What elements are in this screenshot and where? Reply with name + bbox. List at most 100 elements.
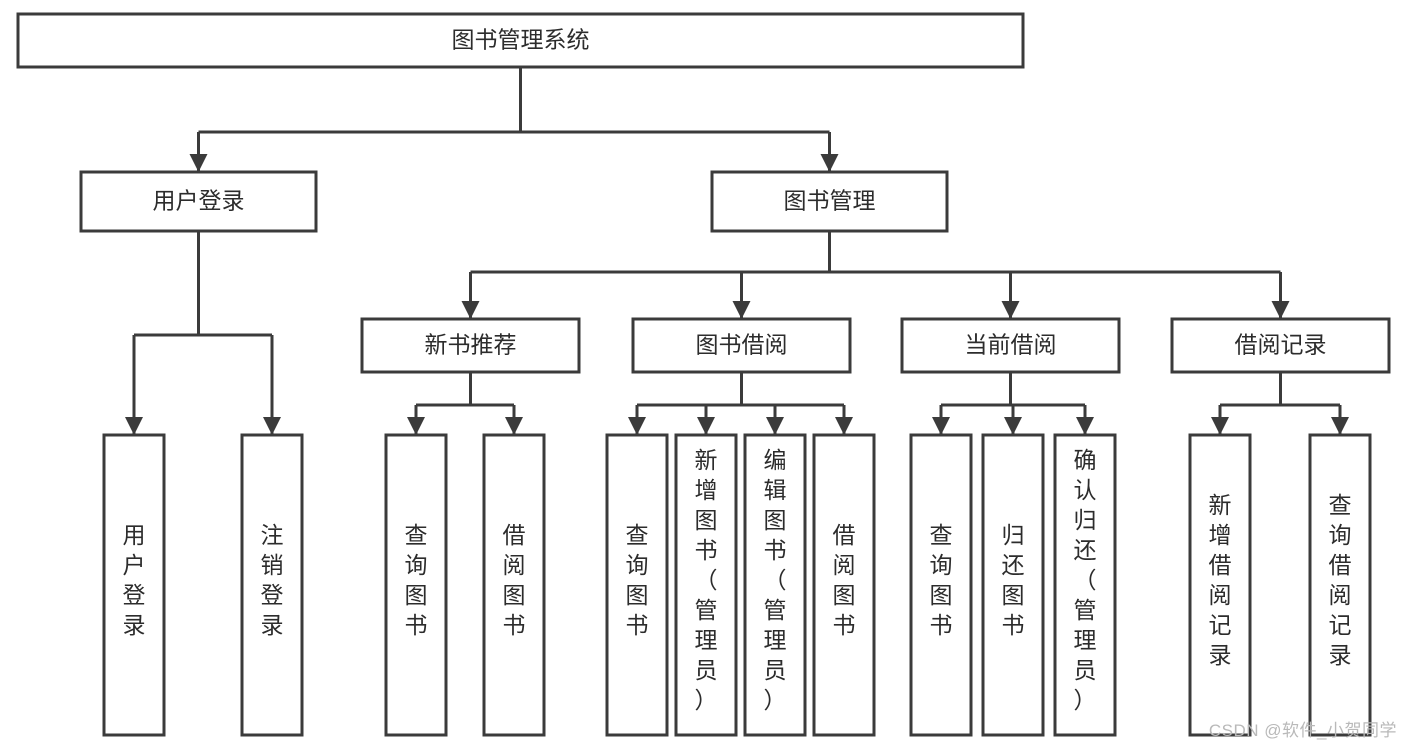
svg-text:录: 录 — [123, 612, 146, 638]
svg-text:归: 归 — [1074, 507, 1097, 533]
node-user-login-label: 用户登录 — [153, 188, 245, 214]
svg-text:图: 图 — [503, 582, 526, 608]
arrow-head-icon — [835, 417, 853, 435]
node-book-manage[interactable]: 图书管理 — [710, 170, 949, 233]
svg-text:书: 书 — [833, 612, 856, 638]
svg-text:）: ） — [695, 687, 718, 713]
svg-text:（: （ — [764, 567, 787, 593]
arrow-head-icon — [1004, 417, 1022, 435]
svg-text:录: 录 — [261, 612, 284, 638]
svg-text:查: 查 — [1329, 492, 1352, 518]
svg-text:）: ） — [764, 687, 787, 713]
svg-text:询: 询 — [930, 552, 953, 578]
svg-text:认: 认 — [1074, 477, 1097, 503]
svg-text:书: 书 — [695, 537, 718, 563]
node-book-borrow-label: 图书借阅 — [696, 332, 788, 358]
svg-text:书: 书 — [764, 537, 787, 563]
svg-text:员: 员 — [764, 657, 787, 683]
svg-text:销: 销 — [261, 552, 284, 578]
svg-text:辑: 辑 — [764, 477, 787, 503]
arrow-head-icon — [1076, 417, 1094, 435]
svg-text:图: 图 — [405, 582, 428, 608]
node-root-root[interactable]: 图书管理系统 — [16, 12, 1025, 69]
svg-text:管: 管 — [695, 597, 718, 623]
arrow-head-icon — [820, 154, 839, 172]
svg-text:书: 书 — [930, 612, 953, 638]
svg-text:编: 编 — [764, 447, 787, 473]
svg-text:（: （ — [1074, 567, 1097, 593]
svg-text:用: 用 — [123, 522, 146, 548]
svg-text:图: 图 — [833, 582, 856, 608]
node-user-login[interactable]: 用户登录 — [79, 170, 318, 233]
arrow-head-icon — [732, 301, 751, 319]
svg-text:书: 书 — [1002, 612, 1025, 638]
svg-text:员: 员 — [1074, 657, 1097, 683]
svg-text:还: 还 — [1002, 552, 1025, 578]
svg-text:归: 归 — [1002, 522, 1025, 548]
arrow-head-icon — [932, 417, 950, 435]
svg-text:询: 询 — [626, 552, 649, 578]
svg-text:图: 图 — [930, 582, 953, 608]
node-book-borrow[interactable]: 图书借阅 — [631, 317, 852, 374]
arrow-head-icon — [1271, 301, 1290, 319]
arrow-head-icon — [766, 417, 784, 435]
svg-text:管: 管 — [764, 597, 787, 623]
arrow-head-icon — [263, 417, 281, 435]
node-current-borrow[interactable]: 当前借阅 — [900, 317, 1121, 374]
svg-text:登: 登 — [261, 582, 284, 608]
svg-text:登: 登 — [123, 582, 146, 608]
svg-text:记: 记 — [1329, 612, 1352, 638]
node-borrow-record[interactable]: 借阅记录 — [1170, 317, 1391, 374]
svg-text:增: 增 — [1209, 522, 1232, 548]
svg-text:图: 图 — [764, 507, 787, 533]
node-leaf-user-login[interactable]: 用户登录 — [102, 433, 166, 737]
svg-text:查: 查 — [626, 522, 649, 548]
svg-text:询: 询 — [405, 552, 428, 578]
svg-text:书: 书 — [503, 612, 526, 638]
node-leaf-user-login-label: 用户登录 — [123, 522, 146, 638]
svg-text:员: 员 — [695, 657, 718, 683]
svg-text:询: 询 — [1329, 522, 1352, 548]
svg-text:借: 借 — [1209, 552, 1232, 578]
svg-text:图: 图 — [1002, 582, 1025, 608]
node-new-book-recommend[interactable]: 新书推荐 — [360, 317, 581, 374]
svg-text:管: 管 — [1074, 597, 1097, 623]
svg-text:增: 增 — [695, 477, 718, 503]
arrow-head-icon — [1331, 417, 1349, 435]
arrow-head-icon — [125, 417, 143, 435]
svg-text:理: 理 — [695, 627, 718, 653]
svg-text:阅: 阅 — [833, 552, 856, 578]
svg-text:借: 借 — [833, 522, 856, 548]
arrow-head-icon — [407, 417, 425, 435]
svg-text:理: 理 — [1074, 627, 1097, 653]
svg-text:新: 新 — [1209, 492, 1232, 518]
svg-text:书: 书 — [626, 612, 649, 638]
node-borrow-record-label: 借阅记录 — [1235, 332, 1327, 358]
svg-text:录: 录 — [1209, 642, 1232, 668]
svg-text:还: 还 — [1074, 537, 1097, 563]
arrow-head-icon — [628, 417, 646, 435]
svg-text:）: ） — [1074, 687, 1097, 713]
svg-text:图: 图 — [695, 507, 718, 533]
